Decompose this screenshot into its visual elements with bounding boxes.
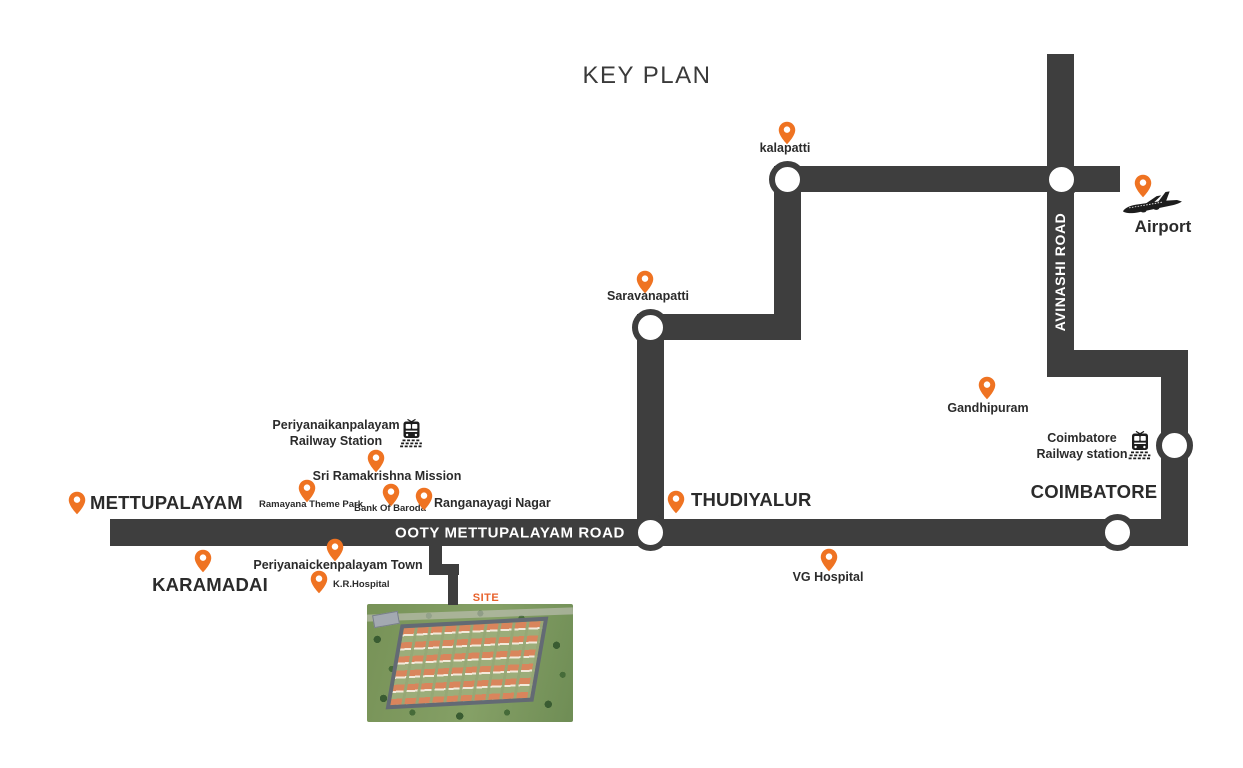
vg-hospital-label: VG Hospital — [792, 569, 864, 584]
train-icon — [1128, 430, 1152, 460]
karamadai-label: KARAMADAI — [152, 573, 268, 595]
ramayana-theme-park-label: Ramayana Theme Park — [258, 498, 364, 510]
location-pin-icon — [778, 121, 796, 144]
junction-avinashi-top — [1042, 160, 1080, 198]
junction-coimbatore-railway — [1155, 426, 1193, 464]
airport-label: Airport — [1134, 216, 1192, 236]
kalapatti-pin-icon — [778, 121, 796, 145]
saravanapatti-pin-icon — [636, 270, 654, 294]
ranganayagi-nagar-label: Ranganayagi Nagar — [434, 495, 551, 510]
avinashi-road-label: AVINASHI ROAD — [1052, 212, 1068, 332]
sri-ramakrishna-mission-label: Sri Ramakrishna Mission — [312, 468, 462, 483]
location-pin-icon — [667, 490, 685, 513]
airport-pin-icon — [1134, 174, 1152, 198]
thudiyalur-vertical-road — [637, 314, 664, 546]
location-pin-icon — [68, 491, 86, 514]
site-access-road-3 — [448, 564, 458, 605]
coimbatore-label: COIMBATORE — [1030, 480, 1158, 502]
saravanapatti-label: Saravanapatti — [607, 288, 689, 303]
gandhipuram-pin-icon — [978, 376, 996, 400]
location-pin-icon — [1134, 174, 1152, 197]
location-pin-icon — [194, 549, 212, 572]
location-pin-icon — [326, 538, 344, 561]
ooty-mettupalayam-road-label: OOTY METTUPALAYAM ROAD — [395, 524, 625, 542]
junction-kalapatti — [768, 160, 806, 198]
train-icon-wrap — [399, 416, 424, 448]
kr-hospital-pin-icon — [310, 570, 328, 594]
avinashi-road — [1047, 54, 1074, 377]
karamadai-pin-icon — [194, 549, 212, 573]
junction-coimbatore-main — [1098, 513, 1136, 551]
ranganayagi-nagar-pin-icon — [415, 487, 433, 511]
periyanaickenpalayam-town-pin-icon — [326, 538, 344, 562]
location-pin-icon — [636, 270, 654, 293]
location-pin-icon — [978, 376, 996, 399]
thudiyalur-pin-icon — [667, 490, 685, 514]
thudiyalur-label: THUDIYALUR — [691, 488, 812, 510]
kr-hospital-label: K.R.Hospital — [333, 578, 390, 590]
location-pin-icon — [820, 548, 838, 571]
location-pin-icon — [367, 449, 385, 472]
mettupalayam-label: METTUPALAYAM — [90, 491, 243, 513]
site-aerial-photo — [367, 604, 573, 722]
location-pin-icon — [298, 479, 316, 502]
junction-thudiyalur — [631, 513, 669, 551]
sri-ramakrishna-mission-pin-icon — [367, 449, 385, 473]
bank-of-baroda-pin-icon — [382, 483, 400, 507]
gandhipuram-label: Gandhipuram — [947, 400, 1029, 415]
site-label: SITE — [472, 592, 500, 604]
airplane-icon-wrap — [1120, 190, 1188, 218]
location-pin-icon — [310, 570, 328, 593]
site-photo-housing-compound — [385, 616, 549, 710]
train-icon-wrap — [1128, 428, 1152, 460]
mettupalayam-pin-icon — [68, 491, 86, 515]
kalapatti-label: kalapatti — [759, 140, 811, 155]
ramayana-theme-park-pin-icon — [298, 479, 316, 503]
airplane-icon — [1122, 191, 1182, 214]
bank-of-baroda-label: Bank Of Baroda — [354, 502, 426, 514]
location-pin-icon — [382, 483, 400, 506]
vg-hospital-pin-icon — [820, 548, 838, 572]
site-access-road-2 — [429, 564, 459, 575]
train-icon — [400, 418, 423, 448]
location-pin-icon — [415, 487, 433, 510]
page-title: KEY PLAN — [582, 62, 712, 89]
junction-saravanapatti — [631, 308, 669, 346]
periyanaickenpalayam-town-label: Periyanaickenpalayam Town — [253, 557, 423, 572]
